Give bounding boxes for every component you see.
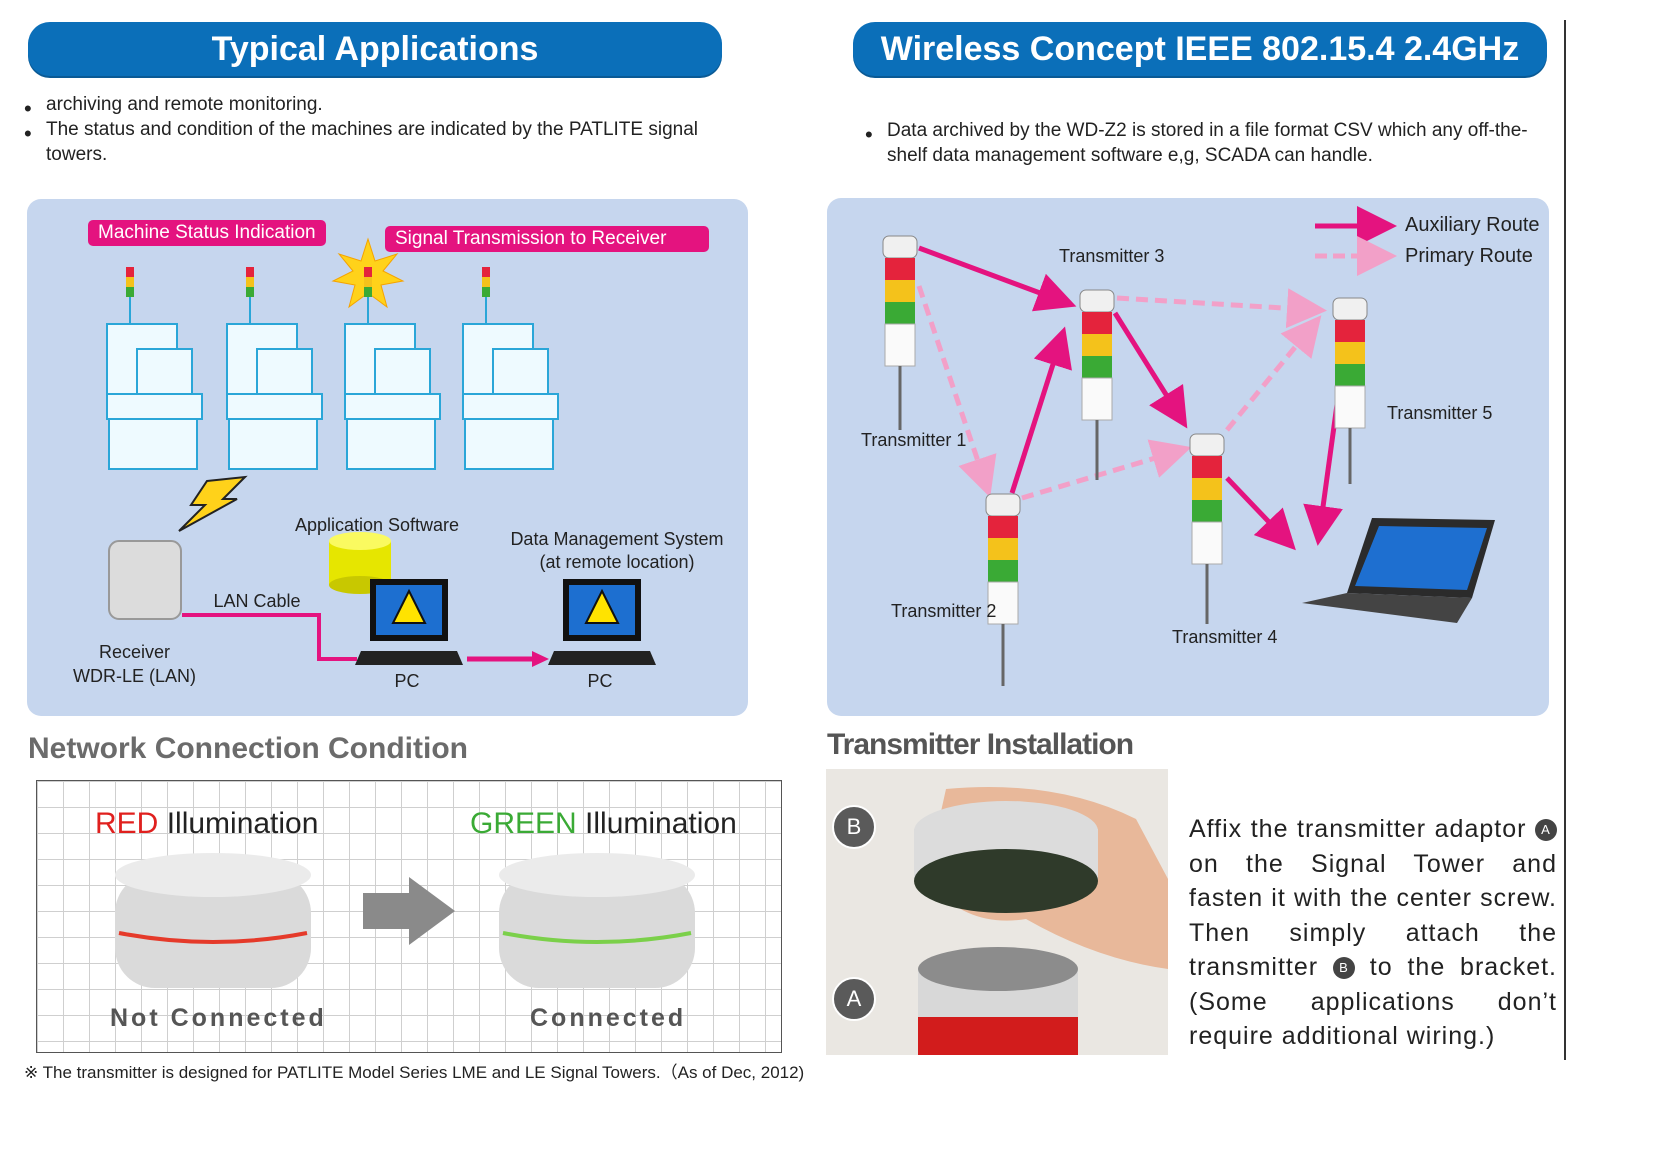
bullet-item: The status and condition of the machines… — [24, 117, 724, 167]
lan-cable-line — [182, 613, 357, 661]
wireless-diagram: Auxiliary Route Primary Route Transmitte… — [827, 198, 1549, 716]
transmitter-3-label: Transmitter 3 — [1059, 246, 1165, 266]
arrow-right-icon — [363, 877, 455, 945]
receiver-label: Receiver WDR-LE (LAN) — [72, 642, 196, 686]
badge-a: A — [832, 977, 876, 1021]
bullet-item: archiving and remote monitoring. — [24, 92, 724, 121]
transmitter-devices-art — [115, 853, 695, 988]
wireless-concept-header: Wireless Concept IEEE 802.15.4 2.4GHz — [853, 22, 1547, 76]
signal-tower-icon — [882, 235, 1368, 686]
not-connected-label: Not Connected — [110, 1004, 327, 1032]
network-connection-title: Network Connection Condition — [28, 732, 468, 765]
signal-transmission-tag: Signal Transmission to Receiver — [385, 226, 709, 252]
bullet-item — [24, 80, 724, 92]
transmitter-2-label: Transmitter 2 — [891, 601, 997, 621]
left-bullet-list: archiving and remote monitoring. The sta… — [24, 80, 724, 167]
bullet-item: Data archived by the WD-Z2 is stored in … — [865, 118, 1565, 168]
transmitter-green-device — [499, 853, 695, 988]
badge-b: B — [832, 805, 876, 849]
machine-status-tag: Machine Status Indication — [88, 220, 326, 246]
network-connection-figure: RED Illumination GREEN Illumination Not … — [36, 780, 782, 1053]
installation-photo-art — [914, 787, 1168, 1055]
wireless-diagram-art — [882, 206, 1495, 686]
machine-icon — [106, 323, 559, 470]
laptop-icon — [1302, 518, 1495, 623]
legend-auxiliary-label: Auxiliary Route — [1405, 214, 1540, 236]
installation-photo: B A — [826, 769, 1168, 1055]
pc-label: PC — [394, 671, 420, 691]
transmitter-1-label: Transmitter 1 — [861, 430, 967, 450]
transmitter-installation-title: Transmitter Installation — [827, 728, 1134, 761]
badge-b-inline-icon: B — [1332, 957, 1355, 980]
pc-icon — [355, 579, 656, 665]
red-illumination-caption: RED Illumination — [95, 807, 319, 840]
transmitter-4-label: Transmitter 4 — [1172, 627, 1278, 647]
application-diagram-art — [106, 237, 656, 667]
lightning-icon — [178, 475, 248, 532]
transmitter-5-label: Transmitter 5 — [1387, 403, 1493, 423]
badge-a-inline-icon: A — [1535, 819, 1557, 842]
data-management-label: Data Management System (at remote locati… — [510, 529, 724, 572]
right-bullet-list: Data archived by the WD-Z2 is stored in … — [865, 118, 1565, 168]
application-software-label: Application Software — [294, 515, 460, 535]
connected-label: Connected — [530, 1004, 687, 1032]
footnote: ※ The transmitter is designed for PATLIT… — [24, 1063, 805, 1082]
right-edge-line — [1564, 20, 1566, 1060]
installation-instructions: Affix the transmitter adaptor A on the S… — [1189, 815, 1557, 1050]
signal-tower-icon — [126, 237, 490, 324]
transmitter-red-device — [115, 853, 311, 988]
application-diagram: Machine Status Indication Signal Transmi… — [27, 199, 748, 716]
lan-cable-label: LAN Cable — [213, 591, 301, 611]
receiver-device-icon — [108, 540, 182, 620]
pc-label: PC — [587, 671, 613, 691]
typical-applications-header: Typical Applications — [28, 22, 722, 76]
green-illumination-caption: GREEN Illumination — [470, 807, 737, 840]
legend-primary-label: Primary Route — [1405, 245, 1533, 267]
